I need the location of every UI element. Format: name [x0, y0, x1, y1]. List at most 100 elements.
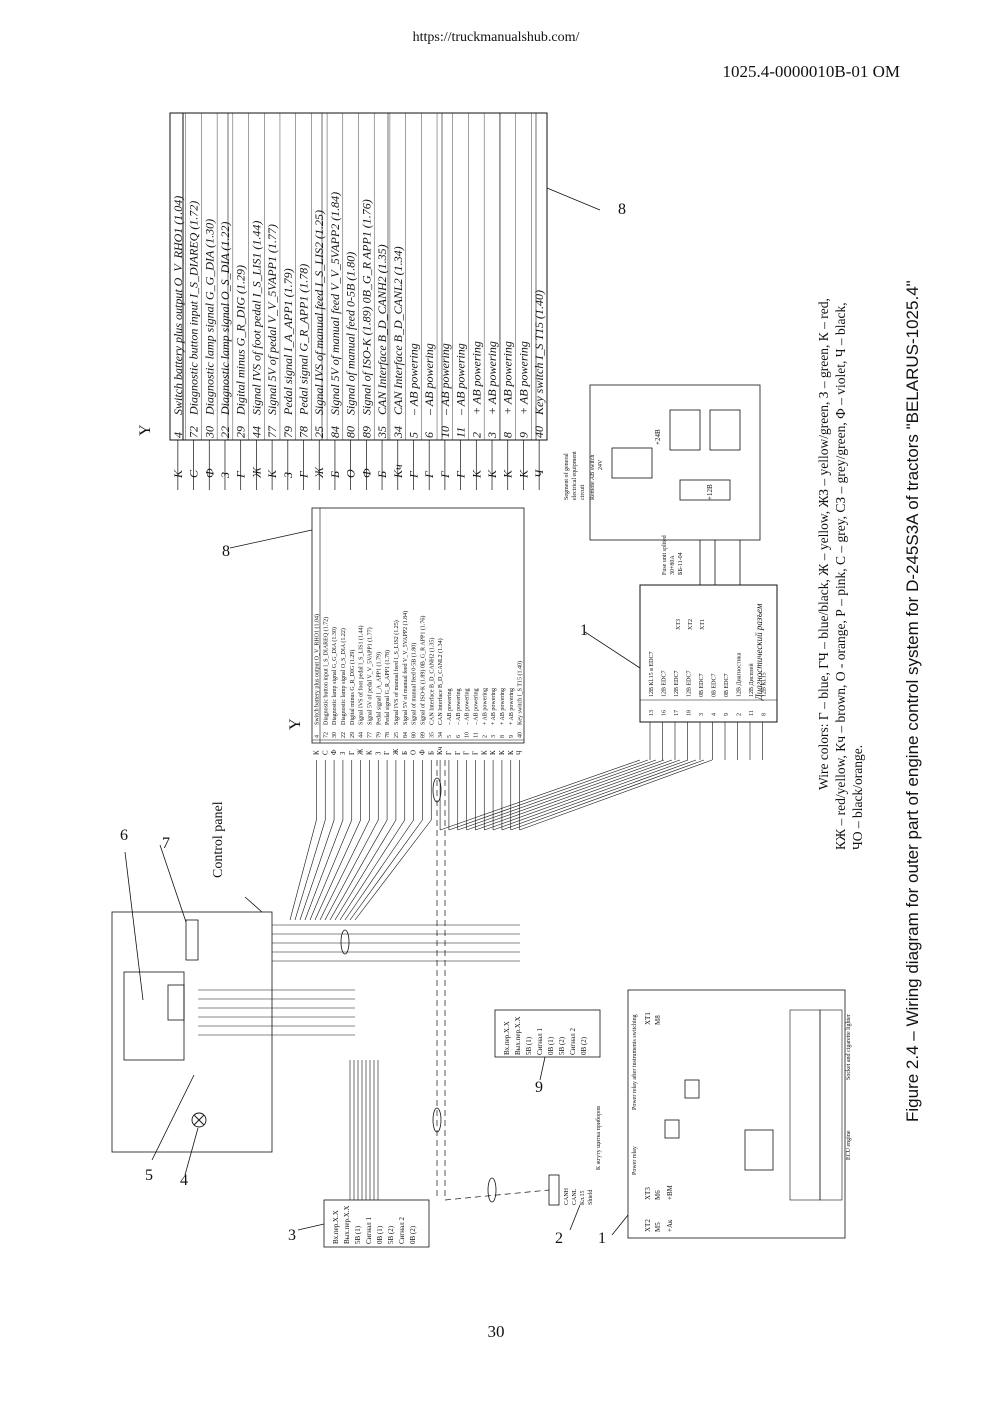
callout-6: 6	[120, 827, 128, 844]
mid-harness-pin: 80	[412, 732, 418, 738]
mid-harness-color: Ж	[392, 748, 400, 755]
callout-9: 9	[535, 1079, 543, 1096]
pedal9-line: Вых.пер.Х.Х	[514, 1016, 522, 1055]
document-code: 1025.4-0000010B-01 OM	[722, 62, 900, 81]
fuse-label-1: Fuse unit splited	[662, 535, 668, 575]
diag-row-label: 0В EDC7	[712, 673, 718, 697]
diag-connector-title: Диагностический разъем	[754, 603, 764, 701]
diag-row-label: 12В EDC7	[687, 670, 693, 697]
mid-harness-pin: 77	[367, 732, 373, 738]
harness-pin: 11	[454, 427, 468, 438]
mid-harness-color: Ф	[418, 749, 426, 755]
mid-harness-color: Г	[445, 751, 453, 755]
harness-signal: – AB powering	[406, 343, 420, 416]
harness-pin: 35	[375, 426, 389, 439]
harness-signal: CAN Interface B_D_CANH2 (1.35)	[375, 244, 389, 415]
harness-pin: 34	[391, 426, 405, 439]
mid-harness-signal: Diagnostic lamp signal O_S_DIA (1.22)	[340, 628, 347, 725]
harness-color: С	[187, 469, 201, 478]
wire	[294, 819, 326, 921]
mid-harness-color: Кч	[436, 746, 444, 755]
mid-harness-pin: 4	[314, 735, 320, 738]
mid-harness-color: Г	[463, 751, 471, 755]
mid-harness-pin: 10	[465, 732, 471, 738]
harness-pin: 44	[249, 426, 263, 438]
harness-pin: 77	[265, 425, 279, 438]
harness-pin: 78	[297, 426, 311, 438]
mid-harness-color: О	[410, 750, 418, 755]
harness-pin: 89	[359, 426, 373, 438]
harness-pin: 6	[422, 432, 436, 438]
mid-harness-signal: Signal of manual feed 0-5B (1.80)	[411, 643, 418, 725]
ab-volt: 24V	[598, 459, 604, 470]
mid-harness-signal: – AB powering	[465, 688, 471, 726]
ecu-ak: +Ак	[666, 1219, 674, 1232]
harness-signal: – AB powering	[422, 343, 436, 416]
mid-harness-color: Г	[454, 751, 462, 755]
ab-seg-3: circuit	[580, 484, 586, 500]
mid-harness-pin: 72	[323, 732, 329, 738]
mid-harness-signal: Signal IVS of foot pedal I_S_LIS1 (1.44)	[358, 626, 365, 726]
diag-row-label: 0В EDC7	[724, 673, 730, 697]
ab-plus24: +24В	[654, 429, 662, 445]
mid-harness-signal: + AB powering	[509, 688, 515, 725]
wire	[329, 819, 388, 921]
ecu-m5: M5	[654, 1222, 662, 1232]
mid-harness-signal: + AB powering	[500, 688, 506, 725]
harness-pin: 29	[234, 426, 248, 438]
wire	[349, 819, 423, 921]
diag-row-label: 12В EDC7	[674, 670, 680, 697]
wire	[354, 819, 432, 921]
wire	[492, 759, 689, 831]
mid-harness-signal: – AB powering	[456, 688, 462, 726]
harness-pin: 25	[312, 426, 326, 438]
diag-row-pin: 11	[749, 710, 755, 716]
mid-harness-color: С	[321, 750, 329, 755]
mid-harness-color: К	[365, 750, 373, 755]
mid-harness-color: З	[339, 751, 347, 755]
diag-row-label: 12В Кl.15	[762, 672, 768, 697]
mid-harness-pin: 9	[509, 735, 515, 738]
mid-harness-pin: 40	[518, 732, 524, 738]
mid-harness-color: Б	[427, 751, 435, 755]
harness-signal: Signal of manual feed 0-5B (1.80)	[344, 252, 358, 415]
diag-row-label: 12В EDC7	[662, 670, 668, 697]
wire	[457, 759, 657, 831]
ecu-m8: M8	[654, 1015, 662, 1025]
harness-pin: 40	[532, 426, 546, 438]
callout-7: 7	[162, 835, 170, 852]
control-panel-label: Control panel	[211, 801, 226, 878]
ab-plus12: +12В	[706, 484, 714, 500]
mid-harness-pin: 79	[376, 732, 382, 738]
mid-harness-signal: Digital minus G_R_DIG (1.29)	[349, 650, 356, 725]
mid-harness-color: К	[507, 750, 515, 755]
harness-pin: 3	[485, 432, 499, 439]
harness-color: О	[344, 469, 358, 478]
harness-pin: 72	[187, 426, 201, 438]
harness-color: Ч	[532, 469, 546, 478]
harness-color: Ф	[359, 468, 373, 478]
pedal9-line: 0В (2)	[580, 1036, 588, 1055]
wire	[510, 759, 705, 831]
diag-row-pin: 8	[762, 713, 768, 716]
mid-harness-signal: CAN Interface B_D_CANH2 (1.35)	[428, 638, 435, 725]
ab-seg-1: Segment of general	[563, 453, 570, 500]
header-url[interactable]: https://truckmanualshub.com/	[412, 30, 580, 45]
mid-harness-color: Ч	[516, 750, 524, 755]
mid-harness-pin: 25	[394, 732, 400, 738]
pedal3-line: Сигнал 2	[398, 1217, 406, 1244]
wire	[304, 819, 344, 921]
callout-8-mid: 8	[222, 543, 230, 560]
pedal9-line: Сигнал 2	[569, 1028, 577, 1055]
diag-xt-label: XT2	[688, 619, 694, 630]
diag-xt-label: XT3	[676, 619, 682, 630]
harness-signal: Signal 5V of manual feed V_V_5VAPP2 (1.8…	[328, 192, 342, 415]
harness-color: Ж	[312, 466, 326, 479]
harness-signal: Signal 5V of pedal V_V_5VAPP1 (1.77)	[265, 224, 279, 415]
callout-4: 4	[180, 1172, 188, 1189]
ecu-m6: M6	[654, 1190, 662, 1200]
pedal9-line: 5В (1)	[525, 1036, 533, 1055]
harness-pin: 5	[406, 432, 420, 438]
harness-signal: + AB powering	[485, 341, 499, 415]
mid-harness-signal: – AB powering	[473, 688, 479, 726]
